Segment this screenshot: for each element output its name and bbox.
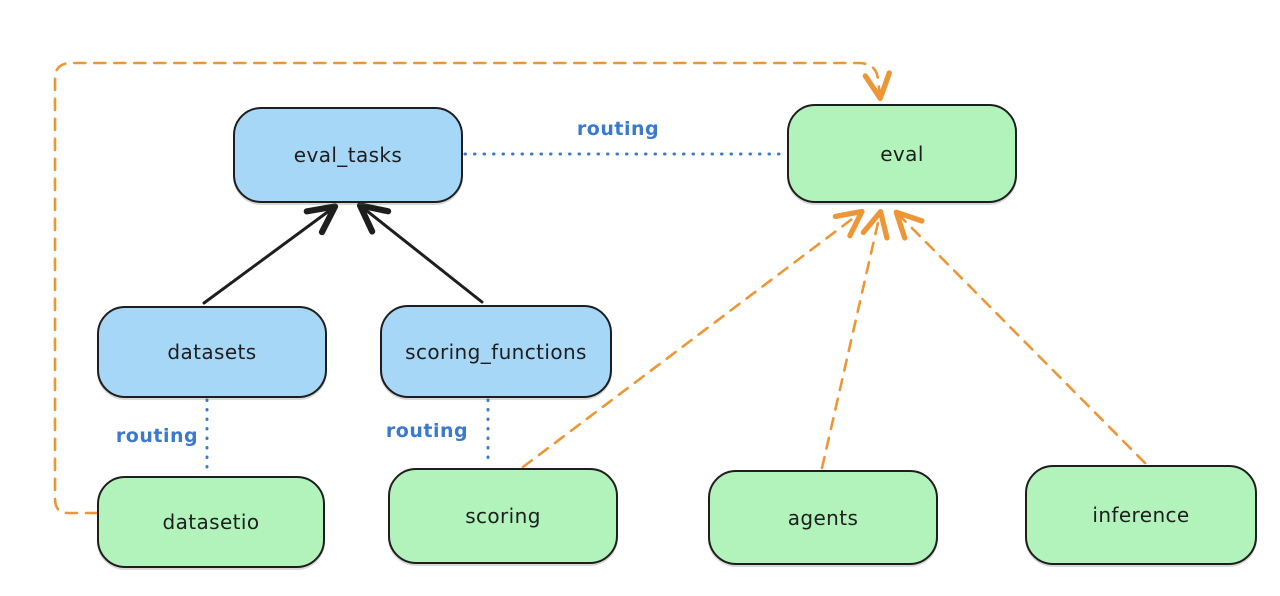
node-eval-tasks: eval_tasks <box>233 107 463 203</box>
node-scoring: scoring <box>388 468 618 564</box>
node-datasetio: datasetio <box>97 476 325 568</box>
node-agents: agents <box>708 470 938 565</box>
edge-agents-to-eval <box>820 208 890 470</box>
edge-label-routing-scoring-functions-scoring: routing <box>385 420 469 442</box>
edge-scoring-to-eval <box>521 208 865 469</box>
node-label: agents <box>787 505 859 530</box>
node-label: eval_tasks <box>293 143 403 167</box>
node-eval: eval <box>787 104 1017 203</box>
node-scoring-functions: scoring_functions <box>380 305 612 398</box>
edge-datasets-to-eval-tasks <box>202 203 339 305</box>
node-datasets: datasets <box>97 306 327 398</box>
node-label: datasetio <box>162 510 260 534</box>
edge-label-routing-eval-tasks-eval: routing <box>576 118 660 140</box>
node-label: inference <box>1092 503 1190 527</box>
node-label: scoring_functions <box>405 339 587 364</box>
edge-label-routing-datasets-datasetio: routing <box>115 425 199 447</box>
node-inference: inference <box>1025 465 1257 565</box>
edge-inference-to-eval <box>893 209 1147 465</box>
edge-scoring-functions-to-eval-tasks <box>356 202 484 304</box>
node-label: scoring <box>465 504 541 528</box>
node-label: datasets <box>167 340 257 364</box>
node-label: eval <box>880 141 924 166</box>
edge-datasetio-to-eval <box>53 61 892 515</box>
